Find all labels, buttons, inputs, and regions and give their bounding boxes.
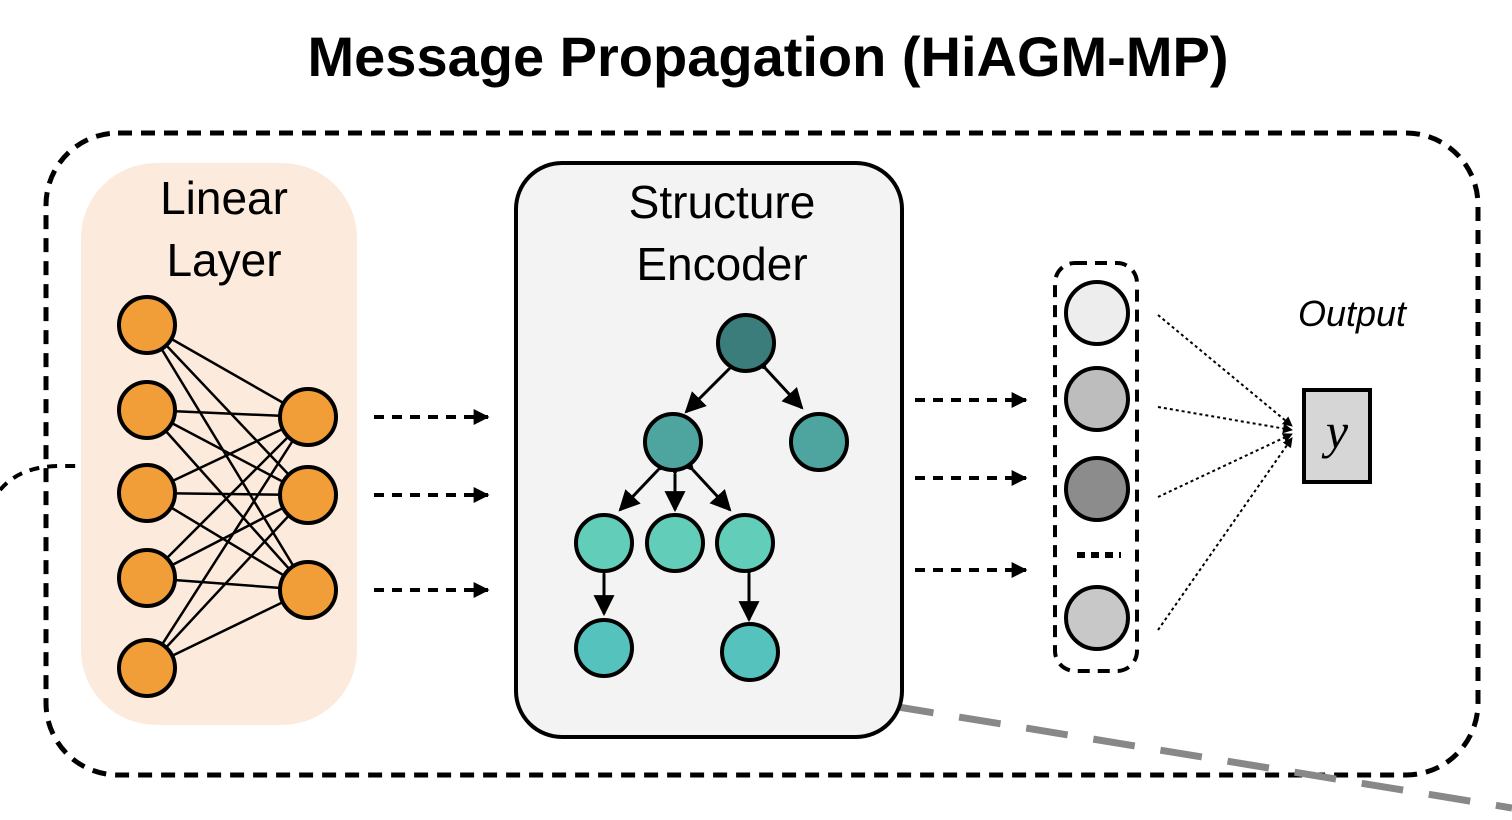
tree-level2-node: [715, 513, 775, 573]
linear-layer-connections: [145, 323, 310, 670]
label-vector-node: [1064, 585, 1130, 651]
linear-output-node: [278, 465, 338, 525]
linear-input-node: [117, 638, 177, 698]
linear-input-nodes: [117, 295, 177, 698]
linear-output-nodes: [278, 387, 338, 620]
structure-encoder-label-line2: Encoder: [636, 238, 807, 290]
tree-nodes: [574, 313, 849, 682]
zoom-guide-line: [891, 702, 1512, 812]
label-vector-node: [1064, 366, 1130, 432]
hiagm-mp-container: [43, 130, 1481, 778]
tree-level2-node: [645, 513, 705, 573]
output-label: Output: [1298, 293, 1408, 334]
linear-output-node: [278, 387, 338, 447]
label-vector-node: [1064, 456, 1130, 522]
label-vector-nodes: [1064, 280, 1130, 651]
diagram-title: Message Propagation (HiAGM-MP): [308, 25, 1229, 88]
label-vector-container: [1053, 261, 1139, 673]
tree-level3-node: [720, 622, 780, 682]
label-vector-node: [1064, 280, 1130, 346]
output-box: [1302, 388, 1372, 484]
linear-input-node: [117, 380, 177, 440]
vector-to-output-arrows: [1157, 314, 1293, 631]
tree-edges: [593, 347, 804, 623]
input-arrow: [0, 458, 102, 492]
linear-to-encoder-arrows: [374, 409, 490, 598]
linear-output-node: [278, 560, 338, 620]
structure-encoder-label-line1: Structure: [629, 176, 816, 228]
linear-layer-label-line2: Layer: [166, 234, 281, 286]
linear-layer-label-line1: Linear: [160, 172, 288, 224]
linear-input-node: [117, 548, 177, 608]
tree-root-node: [716, 313, 776, 373]
tree-level1-node: [643, 412, 703, 472]
linear-input-node: [117, 295, 177, 355]
tree-level3-node: [574, 618, 634, 678]
tree-level2-node: [574, 513, 634, 573]
encoder-to-vector-arrows: [915, 392, 1028, 578]
output-symbol: y: [1321, 403, 1349, 459]
tree-level1-node: [789, 412, 849, 472]
linear-input-node: [117, 463, 177, 523]
